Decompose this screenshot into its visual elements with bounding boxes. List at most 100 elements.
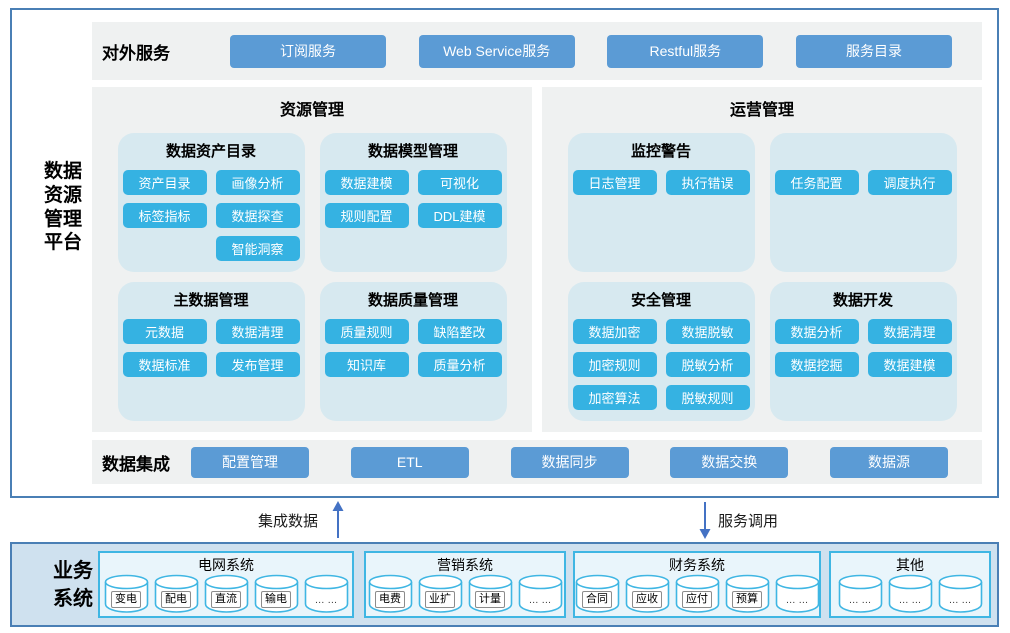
external-services-row: 对外服务 订阅服务 Web Service服务 Restful服务 服务目录 (92, 22, 982, 80)
cylinder-label: 变电 (111, 591, 141, 608)
card-title (770, 142, 957, 162)
web-service-block: Web Service服务 (418, 34, 575, 68)
data-analysis-block: 数据分析 (774, 319, 859, 344)
card-title: 监控警告 (630, 143, 691, 160)
platform-title: 数据 资源 管理 平台 (35, 160, 91, 255)
card-buttons: 元数据 数据清理 数据标准 发布管理 (118, 319, 305, 377)
database-icon (304, 574, 348, 613)
cylinder-label: … … (948, 595, 972, 606)
cylinder-label: … … (528, 595, 552, 606)
platform-title-line: 管理 (43, 208, 82, 230)
metadata-block: 元数据 (122, 319, 207, 344)
platform-title-line: 平台 (43, 232, 82, 254)
cylinder-label: 应付 (682, 591, 712, 608)
card-buttons: 数据加密 数据脱敏 加密规则 脱敏分析 加密算法 脱敏规则 (568, 319, 755, 410)
defect-fix-block: 缺陷整改 (417, 319, 502, 344)
cylinder-label: … … (848, 595, 872, 606)
resource-card-row-2: 主数据管理 元数据 数据清理 数据标准 发布管理 数据质量管理 质量规则 缺陷整… (92, 282, 532, 421)
cylinder-label: … … (785, 595, 809, 606)
other-db-cylinder: … … (838, 574, 883, 614)
database-icon (775, 574, 819, 613)
other-db-cylinder: … … (888, 574, 933, 614)
cylinder-row: 变电 配电 直流 输电 … … (100, 574, 352, 614)
cylinder-label: 计量 (475, 591, 505, 608)
operation-card-row-2: 安全管理 数据加密 数据脱敏 加密规则 脱敏分析 加密算法 脱敏规则 数据开发 … (542, 282, 982, 421)
resource-card-row-1: 数据资产目录 资产目录 画像分析 标签指标 数据探查 智能洞察 数据模型管理 数… (92, 133, 532, 272)
encryption-algorithms-block: 加密算法 (572, 385, 657, 410)
external-services-buttons: 订阅服务 Web Service服务 Restful服务 服务目录 (230, 34, 952, 68)
contract-db-cylinder: 合同 (575, 574, 620, 614)
card-buttons: 日志管理 执行错误 (568, 170, 755, 195)
cylinder-label: … … (898, 595, 922, 606)
ddl-modeling-block: DDL建模 (417, 203, 502, 228)
group-title: 电网系统 (198, 557, 254, 573)
metering-db-cylinder: 计量 (468, 574, 513, 614)
data-cleaning-block: 数据清理 (867, 319, 952, 344)
service-catalog-block: 服务目录 (795, 34, 952, 68)
rule-config-block: 规则配置 (324, 203, 409, 228)
cylinder-label: 预算 (732, 591, 762, 608)
integrate-data-label: 集成数据 (258, 513, 319, 530)
card-buttons: 资产目录 画像分析 标签指标 数据探查 智能洞察 (118, 170, 305, 261)
cylinder-label: 应收 (632, 591, 662, 608)
platform-box: 数据 资源 管理 平台 对外服务 订阅服务 Web Service服务 Rest… (10, 8, 999, 498)
dc-db-cylinder: 直流 (204, 574, 249, 614)
card-buttons: 质量规则 缺陷整改 知识库 质量分析 (320, 319, 507, 377)
other-db-cylinder: … … (938, 574, 983, 614)
data-exchange-block: 数据交换 (670, 446, 789, 478)
data-cleaning-block: 数据清理 (215, 319, 300, 344)
database-icon (518, 574, 562, 613)
payable-db-cylinder: 应付 (675, 574, 720, 614)
other-db-cylinder: … … (304, 574, 349, 614)
expansion-db-cylinder: 业扩 (418, 574, 463, 614)
card-buttons: 任务配置 调度执行 (770, 170, 957, 195)
subscription-service-block: 订阅服务 (230, 34, 386, 68)
business-systems-title-line: 系统 (53, 588, 93, 610)
card-buttons: 数据分析 数据清理 数据挖掘 数据建模 (770, 319, 957, 377)
card-buttons: 数据建模 可视化 规则配置 DDL建模 (320, 170, 507, 228)
security-mgmt-card: 安全管理 数据加密 数据脱敏 加密规则 脱敏分析 加密算法 脱敏规则 (567, 282, 755, 421)
knowledge-base-block: 知识库 (324, 352, 409, 377)
cylinder-label: 电费 (375, 591, 405, 608)
grid-spacer (123, 236, 207, 261)
data-sync-block: 数据同步 (510, 446, 629, 478)
other-db-cylinder: … … (518, 574, 563, 614)
group-title: 财务系统 (669, 557, 725, 573)
visualization-block: 可视化 (417, 170, 502, 195)
data-integration-row: 数据集成 配置管理 ETL 数据同步 数据交换 数据源 (92, 440, 982, 484)
data-development-card: 数据开发 数据分析 数据清理 数据挖掘 数据建模 (769, 282, 957, 421)
card-title: 数据开发 (832, 292, 893, 309)
database-icon (938, 574, 982, 613)
card-title: 数据模型管理 (367, 143, 458, 160)
data-exploration-block: 数据探查 (215, 203, 300, 228)
operation-mgmt-title: 运营管理 (729, 102, 794, 119)
down-arrow-icon (697, 501, 713, 544)
restful-service-block: Restful服务 (607, 34, 764, 68)
task-scheduling-card: 任务配置 调度执行 (769, 133, 957, 272)
masking-rules-block: 脱敏规则 (665, 385, 750, 410)
operation-card-row-1: 监控警告 日志管理 执行错误 任务配置 调度执行 (542, 133, 982, 272)
electricity-fee-db-cylinder: 电费 (368, 574, 413, 614)
up-arrow-icon (330, 501, 346, 544)
platform-title-line: 资源 (43, 184, 82, 206)
resource-mgmt-title: 资源管理 (279, 102, 344, 119)
execution-errors-block: 执行错误 (665, 170, 750, 195)
database-icon (838, 574, 882, 613)
profile-analysis-block: 画像分析 (215, 170, 300, 195)
monitor-alert-card: 监控警告 日志管理 执行错误 (567, 133, 755, 272)
data-modeling-block: 数据建模 (867, 352, 952, 377)
substation-db-cylinder: 变电 (104, 574, 149, 614)
business-systems-title-line: 业务 (53, 560, 93, 582)
power-grid-system-group: 电网系统 变电 配电 直流 输电 (98, 551, 354, 618)
platform-title-line: 数据 (43, 161, 82, 182)
cylinder-label: 输电 (261, 591, 291, 608)
budget-db-cylinder: 预算 (725, 574, 770, 614)
operation-mgmt-panel: 运营管理 监控警告 日志管理 执行错误 任务配置 调度执行 (542, 87, 982, 432)
data-standard-block: 数据标准 (122, 352, 207, 377)
marketing-system-group: 营销系统 电费 业扩 计量 … … (364, 551, 566, 618)
resource-mgmt-panel: 资源管理 数据资产目录 资产目录 画像分析 标签指标 数据探查 智能洞察 数据模… (92, 87, 532, 432)
data-integration-buttons: 配置管理 ETL 数据同步 数据交换 数据源 (191, 446, 948, 478)
card-title: 安全管理 (630, 292, 691, 309)
quality-rules-block: 质量规则 (324, 319, 409, 344)
data-model-mgmt-card: 数据模型管理 数据建模 可视化 规则配置 DDL建模 (319, 133, 507, 272)
